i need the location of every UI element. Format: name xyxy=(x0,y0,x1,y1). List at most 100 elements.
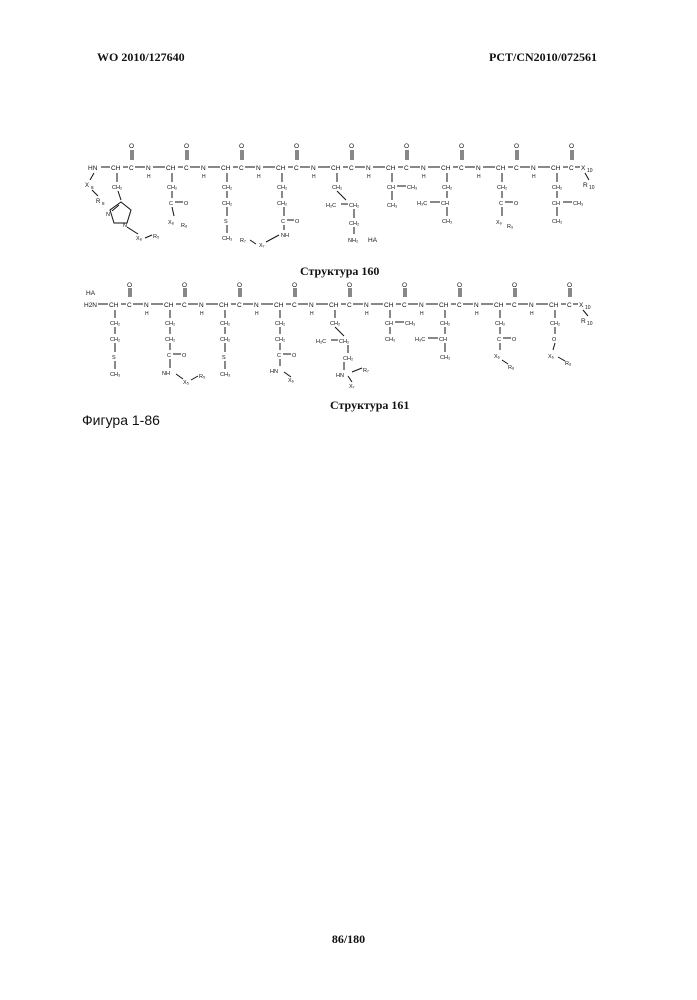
svg-text:CH₂: CH₂ xyxy=(332,185,342,191)
svg-text:CH₂: CH₂ xyxy=(110,337,120,343)
svg-text:O: O xyxy=(512,282,517,289)
svg-text:CH₂: CH₂ xyxy=(110,321,120,327)
svg-text:C: C xyxy=(459,165,464,172)
svg-text:C: C xyxy=(127,302,132,309)
svg-text:CH₃: CH₃ xyxy=(440,355,450,361)
svg-text:C: C xyxy=(404,165,409,172)
svg-text:N: N xyxy=(201,165,206,172)
svg-text:C: C xyxy=(569,165,574,172)
svg-text:CH₂: CH₂ xyxy=(497,185,507,191)
svg-text:CH: CH xyxy=(276,165,286,172)
svg-text:H: H xyxy=(312,174,316,180)
svg-text:CH₂: CH₂ xyxy=(343,356,353,362)
c-terminus-x-label: X xyxy=(581,165,586,172)
svg-text:H: H xyxy=(200,311,204,317)
svg-text:NH₂: NH₂ xyxy=(348,238,358,244)
svg-text:CH₂: CH₂ xyxy=(349,203,359,209)
svg-text:O: O xyxy=(292,282,297,289)
c-terminus-r-index: 10 xyxy=(589,185,595,191)
svg-text:N: N xyxy=(106,212,110,218)
svg-text:R₈: R₈ xyxy=(565,361,571,367)
svg-text:H: H xyxy=(422,174,426,180)
svg-text:CH₂: CH₂ xyxy=(339,339,349,345)
svg-text:X₇: X₇ xyxy=(349,384,355,390)
svg-text:C: C xyxy=(349,165,354,172)
svg-text:N: N xyxy=(364,302,369,309)
structure-160-caption: Структура 160 xyxy=(300,264,379,279)
c-terminus-x-label-161: X xyxy=(579,302,584,309)
svg-text:O: O xyxy=(402,282,407,289)
svg-text:C: C xyxy=(512,302,517,309)
c-terminus-r-label-161: R xyxy=(581,318,586,325)
svg-text:C: C xyxy=(277,353,281,359)
svg-text:O: O xyxy=(294,143,299,150)
svg-text:C: C xyxy=(237,302,242,309)
svg-text:C: C xyxy=(457,302,462,309)
svg-text:H₃C: H₃C xyxy=(417,201,427,207)
structure-160-side-chains: CH₂ NN X₈ R₅ CH₂ C O X₈R₈ CH₂ CH₂ S CH₃ … xyxy=(106,173,583,249)
svg-text:H: H xyxy=(145,311,149,317)
application-number: PCT/CN2010/072561 xyxy=(489,50,597,65)
svg-text:H: H xyxy=(420,311,424,317)
svg-text:S: S xyxy=(224,219,228,225)
svg-text:CH₃: CH₃ xyxy=(387,203,397,209)
svg-text:8: 8 xyxy=(91,185,94,190)
svg-text:C: C xyxy=(347,302,352,309)
svg-text:CH₂: CH₂ xyxy=(222,185,232,191)
svg-text:CH: CH xyxy=(441,201,449,207)
svg-text:CH: CH xyxy=(551,165,561,172)
structure-161-side-chains: CH₂ CH₂ S CH₃ CH₂ CH₂ C O NH X₅ R₅ CH₂ C… xyxy=(110,310,571,390)
svg-text:X₉: X₉ xyxy=(496,220,502,226)
svg-text:R₈: R₈ xyxy=(181,223,187,229)
svg-text:X₈: X₈ xyxy=(168,220,174,226)
svg-text:CH: CH xyxy=(387,185,395,191)
svg-text:CH₂: CH₂ xyxy=(165,321,175,327)
n-terminus-substituent: X8 R8 xyxy=(85,173,105,206)
svg-text:CH₂: CH₂ xyxy=(275,321,285,327)
svg-text:CH: CH xyxy=(494,302,504,309)
svg-text:C: C xyxy=(129,165,134,172)
svg-text:H₂C: H₂C xyxy=(326,203,336,209)
svg-text:X₆: X₆ xyxy=(494,354,500,360)
svg-text:CH: CH xyxy=(441,165,451,172)
svg-text:X₇: X₇ xyxy=(259,243,265,249)
acid-label: HA xyxy=(368,237,378,244)
svg-text:C: C xyxy=(182,302,187,309)
svg-text:CH: CH xyxy=(166,165,176,172)
svg-text:H: H xyxy=(255,311,259,317)
svg-text:O: O xyxy=(567,282,572,289)
c-terminus-r-index-161: 10 xyxy=(587,321,593,327)
svg-text:CH₂: CH₂ xyxy=(112,185,122,191)
svg-text:O: O xyxy=(292,353,297,359)
svg-text:C: C xyxy=(281,219,285,225)
svg-text:CH₃: CH₃ xyxy=(442,219,452,225)
svg-text:X₆: X₆ xyxy=(548,354,554,360)
svg-text:O: O xyxy=(459,143,464,150)
svg-text:O: O xyxy=(457,282,462,289)
svg-text:NH: NH xyxy=(162,371,170,377)
svg-text:CH: CH xyxy=(496,165,506,172)
svg-text:R₉: R₉ xyxy=(507,224,513,230)
svg-text:CH₂: CH₂ xyxy=(349,221,359,227)
svg-text:CH: CH xyxy=(439,337,447,343)
svg-text:X₅: X₅ xyxy=(183,380,189,386)
acid-label-161: HA xyxy=(86,290,96,297)
svg-text:CH₂: CH₂ xyxy=(277,185,287,191)
svg-text:CH₃: CH₃ xyxy=(110,372,120,378)
svg-text:R₈: R₈ xyxy=(508,365,514,371)
svg-text:N: N xyxy=(366,165,371,172)
svg-text:HN: HN xyxy=(270,369,278,375)
structure-161-caption: Структура 161 xyxy=(330,398,409,413)
svg-text:O: O xyxy=(239,143,244,150)
svg-text:CH: CH xyxy=(219,302,229,309)
svg-text:N: N xyxy=(144,302,149,309)
svg-text:O: O xyxy=(404,143,409,150)
n-terminus-label: HN xyxy=(88,165,98,172)
svg-text:CH₂: CH₂ xyxy=(220,337,230,343)
svg-text:O: O xyxy=(127,282,132,289)
svg-text:H: H xyxy=(257,174,261,180)
svg-text:R₇: R₇ xyxy=(363,368,369,374)
c-terminus-r-label: R xyxy=(583,182,588,189)
svg-text:CH₃: CH₃ xyxy=(222,236,232,242)
svg-text:O: O xyxy=(182,282,187,289)
